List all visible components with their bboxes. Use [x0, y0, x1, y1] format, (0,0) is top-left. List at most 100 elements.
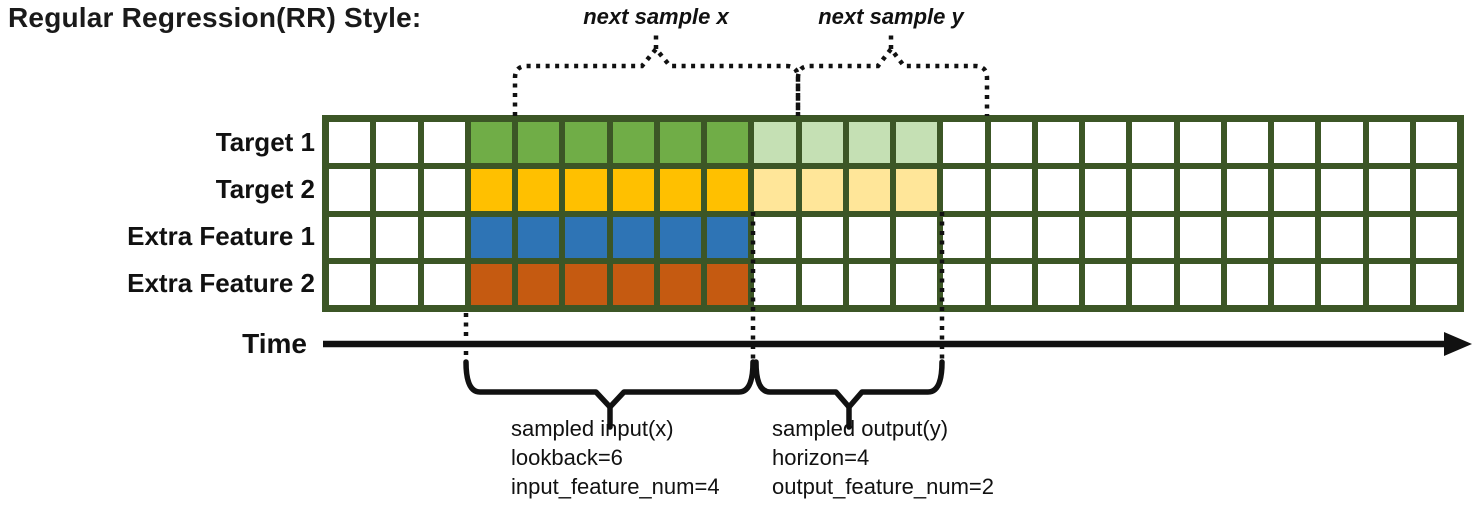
grid-cell — [1037, 216, 1079, 258]
grid-cell — [1085, 263, 1127, 305]
output-feature-num-value: output_feature_num=2 — [772, 474, 995, 499]
row-label-target-2: Target 2 — [215, 174, 315, 204]
grid-cell — [707, 122, 749, 164]
grid-cell — [612, 169, 654, 211]
grid-cell — [376, 169, 418, 211]
grid-cell — [1415, 169, 1457, 211]
grid-cell — [1179, 216, 1221, 258]
grid-cell — [1132, 263, 1174, 305]
grid-cell — [1085, 169, 1127, 211]
next-sample-y-label: next sample y — [818, 4, 964, 29]
grid-cell — [470, 216, 512, 258]
time-arrow-head — [1444, 332, 1472, 356]
grid-cell — [848, 263, 890, 305]
grid-cell — [801, 169, 843, 211]
grid-cell — [848, 216, 890, 258]
grid-cell — [990, 169, 1032, 211]
grid-cell — [1368, 216, 1410, 258]
sampled-input-title: sampled input(x) — [511, 416, 674, 441]
grid-cell — [1179, 263, 1221, 305]
grid-cell — [943, 263, 985, 305]
grid-cell — [376, 263, 418, 305]
grid-cell — [1274, 169, 1316, 211]
horizon-value: horizon=4 — [772, 445, 870, 470]
lookback-value: lookback=6 — [511, 445, 623, 470]
grid-cell — [612, 216, 654, 258]
grid-cell — [754, 122, 796, 164]
grid-cell — [848, 169, 890, 211]
grid-cell — [1179, 122, 1221, 164]
grid-cell — [1226, 216, 1268, 258]
grid-cell — [707, 263, 749, 305]
row-label-target-1: Target 1 — [215, 127, 315, 157]
page-title: Regular Regression(RR) Style: — [8, 2, 422, 33]
grid-cell — [943, 169, 985, 211]
grid-cell — [990, 216, 1032, 258]
grid-cell — [329, 263, 371, 305]
grid-cell — [1037, 169, 1079, 211]
grid-cell — [612, 122, 654, 164]
grid-cell — [659, 122, 701, 164]
grid-cell — [329, 216, 371, 258]
grid-cell — [1085, 216, 1127, 258]
grid-cell — [896, 122, 938, 164]
grid-cell — [1226, 169, 1268, 211]
grid-cell — [565, 122, 607, 164]
grid-cell — [801, 263, 843, 305]
grid-cell — [518, 122, 560, 164]
grid-cell — [659, 169, 701, 211]
grid-cell — [1179, 169, 1221, 211]
grid-cell — [990, 122, 1032, 164]
grid-cell — [1368, 169, 1410, 211]
grid-cell — [990, 263, 1032, 305]
grid-cell — [754, 216, 796, 258]
grid-cell — [376, 216, 418, 258]
grid-cell — [896, 263, 938, 305]
timeline-grid — [322, 115, 1464, 312]
grid-cell — [470, 263, 512, 305]
sampled-input-annotation: sampled input(x) lookback=6 input_featur… — [511, 414, 720, 501]
next-sample-x-label: next sample x — [583, 4, 729, 29]
grid-cell — [1415, 263, 1457, 305]
row-label-extra-feature-1: Extra Feature 1 — [127, 221, 315, 251]
grid-cell — [423, 263, 465, 305]
sampled-output-brace — [753, 359, 945, 410]
grid-cell — [612, 263, 654, 305]
grid-cell — [801, 122, 843, 164]
grid-cell — [1415, 216, 1457, 258]
input-feature-num-value: input_feature_num=4 — [511, 474, 720, 499]
grid-cell — [1368, 263, 1410, 305]
grid-cell — [1226, 263, 1268, 305]
grid-cell — [1085, 122, 1127, 164]
grid-cell — [754, 263, 796, 305]
grid-cell — [518, 263, 560, 305]
grid-cell — [329, 169, 371, 211]
grid-cell — [848, 122, 890, 164]
grid-cell — [707, 216, 749, 258]
grid-cell — [1132, 216, 1174, 258]
grid-cell — [754, 169, 796, 211]
next-sample-y-brace — [795, 45, 990, 116]
grid-cell — [1037, 263, 1079, 305]
grid-cell — [1274, 263, 1316, 305]
grid-cell — [518, 216, 560, 258]
sampled-input-brace — [463, 359, 756, 410]
grid-cell — [1321, 122, 1363, 164]
grid-cell — [1132, 122, 1174, 164]
grid-cell — [376, 122, 418, 164]
sampled-output-annotation: sampled output(y) horizon=4 output_featu… — [772, 414, 994, 501]
grid-cell — [1321, 169, 1363, 211]
grid-cell — [1274, 216, 1316, 258]
row-label-extra-feature-2: Extra Feature 2 — [127, 268, 315, 298]
next-sample-x-brace — [512, 45, 801, 116]
grid-cell — [896, 169, 938, 211]
sampled-output-title: sampled output(y) — [772, 416, 949, 441]
grid-cell — [943, 122, 985, 164]
grid-cell — [1321, 216, 1363, 258]
grid-cell — [1037, 122, 1079, 164]
grid-cell — [565, 263, 607, 305]
time-axis-label: Time — [242, 328, 307, 359]
grid-cell — [470, 169, 512, 211]
grid-cell — [1415, 122, 1457, 164]
